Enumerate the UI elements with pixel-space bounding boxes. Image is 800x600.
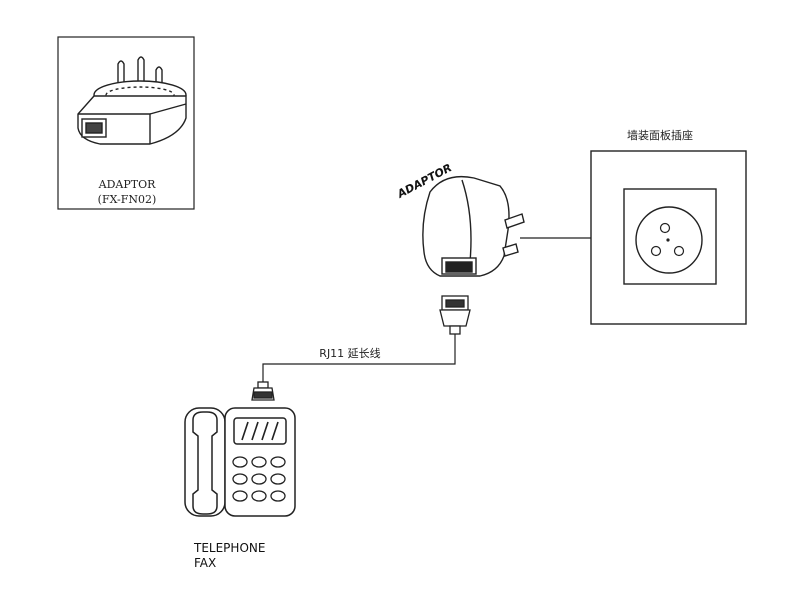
inset-panel: ADAPTOR (FX-FN02) [57, 36, 195, 210]
telephone-label-line1: TELEPHONE [193, 541, 265, 555]
rj11-cable: RJ11 延长线 [251, 295, 471, 401]
adaptor: ADAPTOR [394, 161, 525, 277]
adaptor-illustration [422, 175, 525, 277]
socket-hole-top [659, 222, 671, 234]
wall-socket: 墙装面板插座 [590, 128, 747, 325]
rj11-plug-top [439, 295, 471, 335]
rj11-cable-label: RJ11 延长线 [319, 346, 380, 360]
telephone-label-line2: FAX [194, 556, 216, 570]
inset-adaptor-illustration [77, 56, 187, 145]
telephone-display-lines [241, 421, 279, 441]
telephone [184, 407, 296, 517]
socket-hole-right [673, 245, 685, 257]
telephone-display [233, 417, 287, 445]
socket-hole-left [650, 245, 662, 257]
inset-label-code: (FX-FN02) [98, 193, 157, 206]
rj11-plug-bottom [251, 381, 275, 401]
inset-label-model: ADAPTOR [98, 178, 156, 191]
rj11-cable-line [262, 334, 456, 382]
telephone-handset [192, 411, 218, 515]
socket-center-dot [666, 238, 670, 242]
telephone-keypad [232, 456, 286, 502]
wall-socket-label: 墙装面板插座 [627, 128, 693, 142]
